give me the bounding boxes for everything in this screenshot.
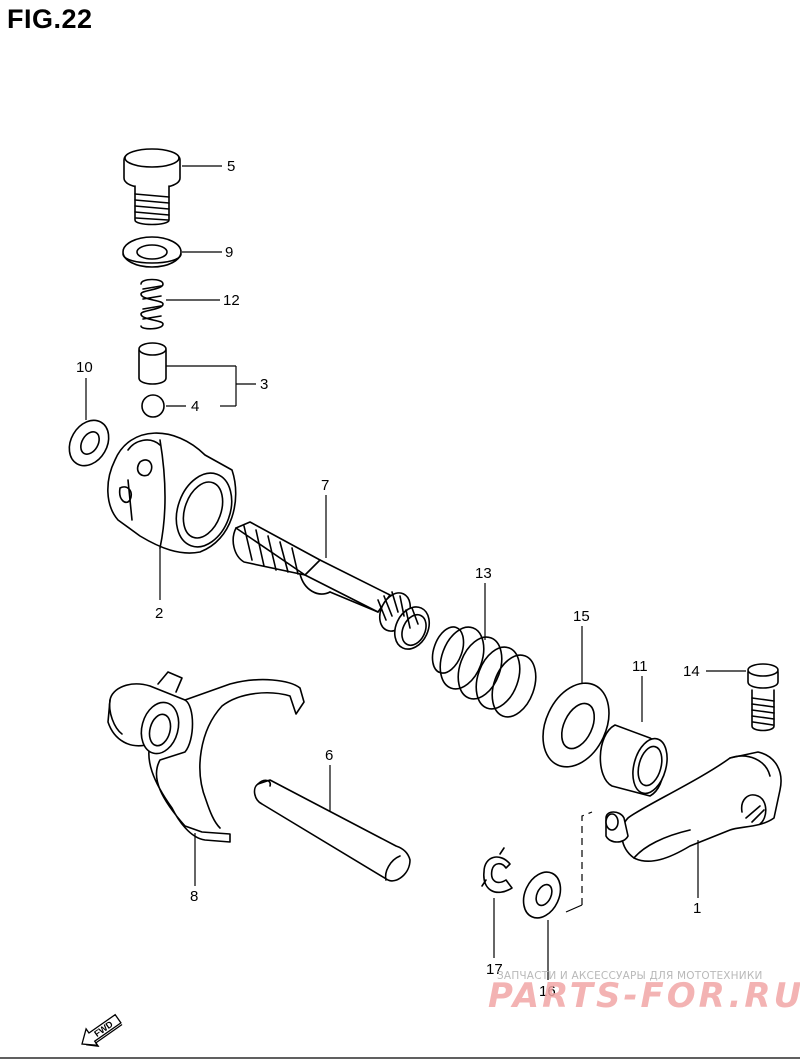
washer-part-15 [542, 682, 610, 768]
callout-3: 3 [260, 376, 268, 393]
forward-arrow-icon: FWD [81, 1013, 123, 1047]
cap-part-3 [138, 342, 167, 385]
shift-shaft-part-7 [232, 521, 431, 650]
bolt-part-14 [747, 663, 779, 732]
figure-title: FIG.22 [7, 4, 93, 34]
watermark-brand: PARTS-FOR.RU [488, 976, 800, 1016]
callout-14: 14 [683, 663, 700, 680]
callout-labels: 5 9 12 3 4 10 2 7 13 15 11 14 6 8 1 17 1… [76, 158, 701, 1000]
callout-11: 11 [632, 658, 648, 675]
callout-6: 6 [325, 747, 333, 764]
callout-12: 12 [223, 292, 240, 309]
bushing-part-11 [599, 724, 668, 797]
washer-part-9 [122, 236, 182, 268]
circlip-part-17 [481, 847, 513, 894]
callout-8: 8 [190, 888, 198, 905]
callout-4: 4 [191, 398, 199, 415]
washer-part-16 [522, 871, 562, 919]
callout-16: 16 [539, 983, 556, 1000]
callout-15: 15 [573, 608, 590, 625]
pin-part-6 [253, 779, 411, 882]
callout-1: 1 [693, 900, 701, 917]
shift-drum-part-2 [107, 432, 237, 554]
callout-10: 10 [76, 359, 93, 376]
callout-2: 2 [155, 605, 163, 622]
washer-part-10 [68, 419, 110, 467]
ball-part-4 [141, 394, 165, 418]
shift-arm-part-1 [605, 751, 782, 862]
callout-9: 9 [225, 244, 233, 261]
spring-part-12 [140, 278, 164, 330]
bolt-part-5 [123, 148, 181, 226]
callout-13: 13 [475, 565, 492, 582]
spring-part-13 [431, 626, 537, 718]
watermark-tagline: ЗАПЧАСТИ И АКСЕССУАРЫ ДЛЯ МОТОТЕХНИКИ [497, 970, 763, 982]
shift-fork-part-8 [107, 671, 305, 843]
callout-5: 5 [227, 158, 235, 175]
callout-7: 7 [321, 477, 329, 494]
callout-17: 17 [486, 961, 503, 978]
leader-lines [85, 165, 746, 980]
